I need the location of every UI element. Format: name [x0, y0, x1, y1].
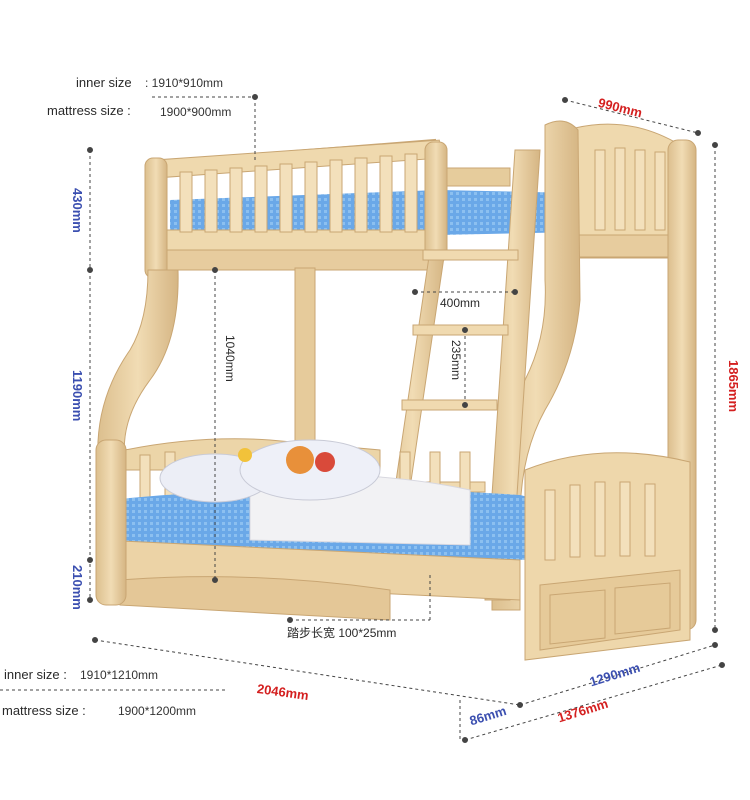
upper-bunk — [144, 123, 681, 279]
dim-clearance-height: 1040mm — [223, 335, 237, 382]
top-mattress-size-value: 1900*900mm — [160, 105, 232, 119]
top-inner-size-value: : 1910*910mm — [145, 76, 224, 90]
dim-bottom-height: 210mm — [70, 565, 85, 610]
top-inner-size-label: inner size — [76, 75, 132, 90]
dimension-lines — [0, 94, 725, 743]
bottom-mattress-size-value: 1900*1200mm — [118, 704, 197, 718]
dim-ladder-width: 400mm — [440, 296, 481, 310]
dim-step-size: 踏步长宽 100*25mm — [287, 626, 397, 640]
bottom-mattress-size-label: mattress size : — [2, 703, 86, 718]
dim-middle-height: 1190mm — [70, 370, 85, 422]
dim-total-height: 1865mm — [726, 360, 741, 413]
top-mattress-size-label: mattress size : — [47, 103, 131, 118]
bottom-inner-size-value: 1910*1210mm — [80, 668, 159, 682]
bottom-inner-size-label: inner size : — [4, 667, 67, 682]
dim-step-spacing: 235mm — [449, 340, 463, 381]
lower-bunk — [95, 438, 691, 661]
dim-guard-height: 430mm — [70, 188, 85, 233]
